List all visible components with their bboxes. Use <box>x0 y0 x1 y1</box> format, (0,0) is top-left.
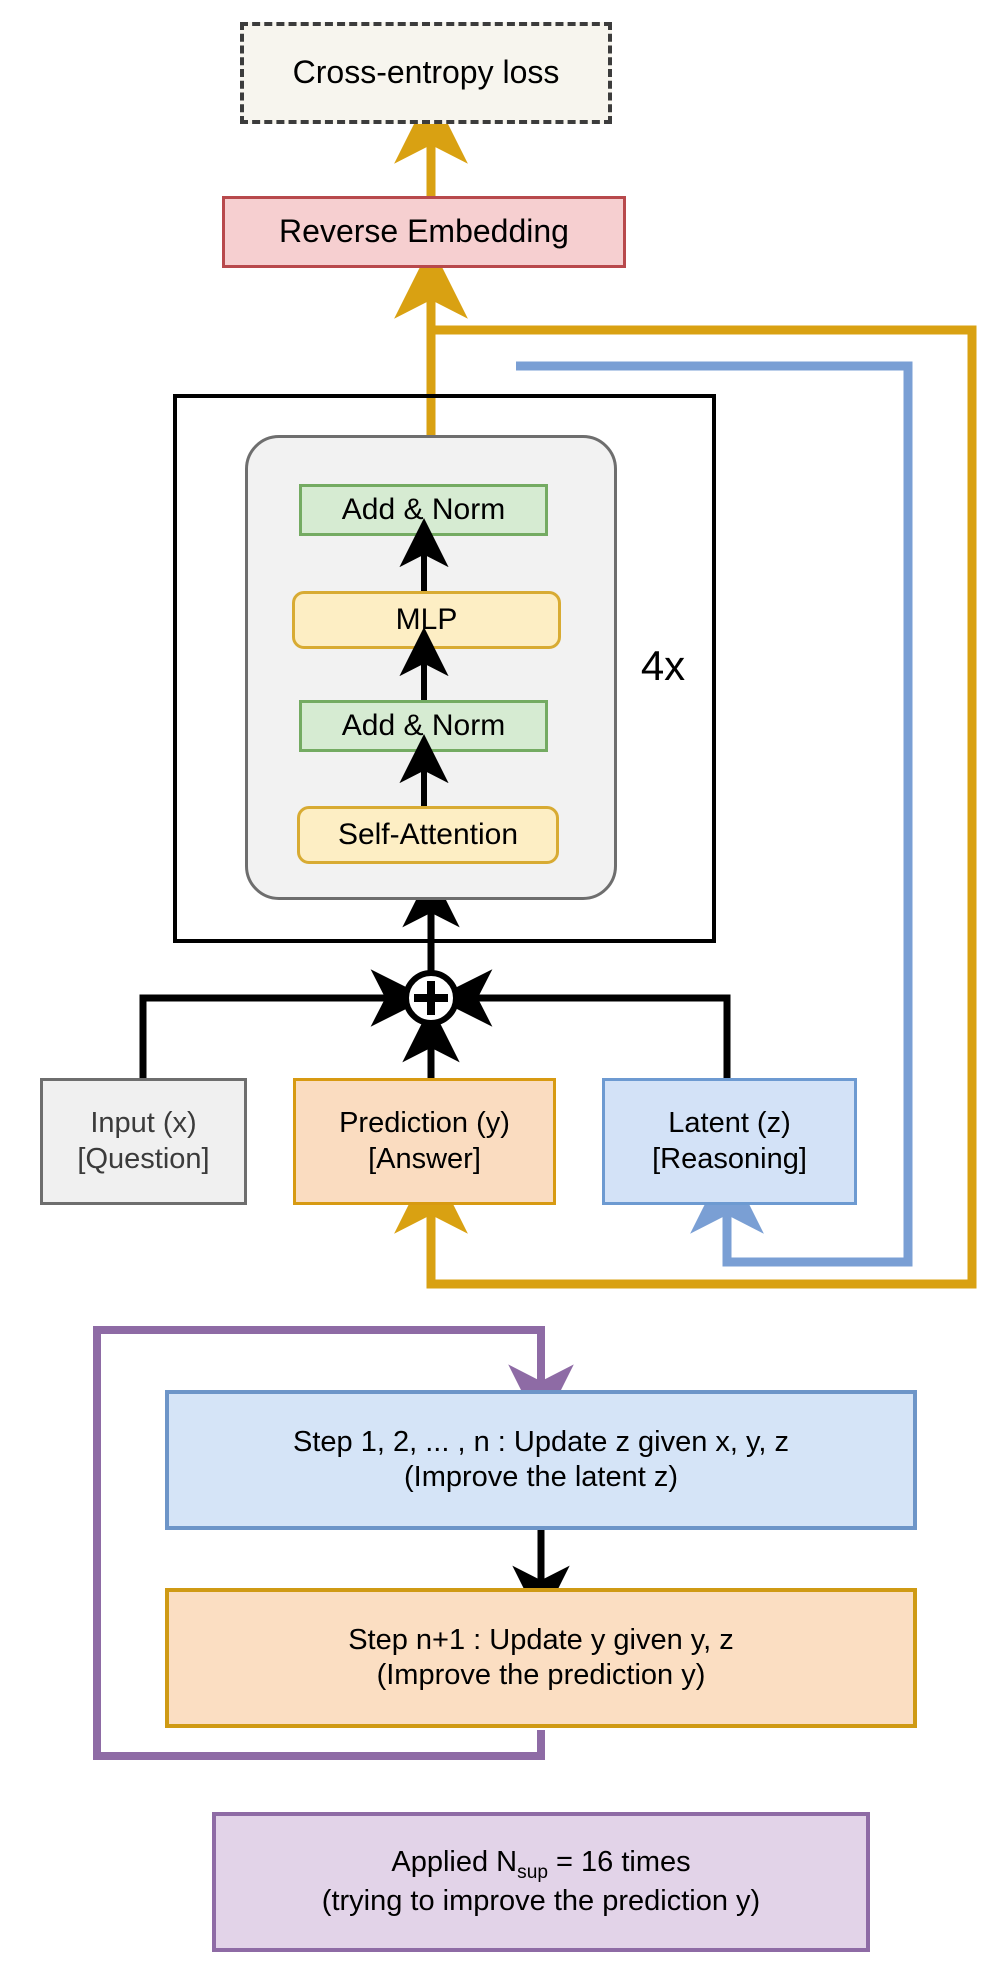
latent-z-line2: [Reasoning] <box>652 1142 807 1175</box>
repeat-count-label: 4x <box>618 636 708 696</box>
update-z-step-line2: (Improve the latent z) <box>404 1461 678 1493</box>
update-y-step-line1: Step n+1 : Update y given y, z <box>348 1623 734 1656</box>
supervision-suffix: = 16 times <box>547 1845 691 1878</box>
wire-z-to-sum <box>435 969 731 1078</box>
repeat-count-text: 4x <box>640 642 686 690</box>
latent-z-box: Latent (z) [Reasoning] <box>602 1078 857 1205</box>
add-norm-top-label: Add & Norm <box>341 492 506 526</box>
input-x-line1: Input (x) <box>90 1107 197 1140</box>
update-y-step-box: Step n+1 : Update y given y, z (Improve … <box>165 1588 917 1728</box>
reverse-embedding-label: Reverse Embedding <box>279 213 569 250</box>
cross-entropy-loss-box: Cross-entropy loss <box>240 22 612 124</box>
input-x-box: Input (x) [Question] <box>40 1078 247 1205</box>
sum-node <box>401 968 461 1028</box>
update-z-step-line1: Step 1, 2, ... , n : Update z given x, y… <box>293 1425 789 1458</box>
supervision-count-line2: (trying to improve the prediction y) <box>321 1884 761 1917</box>
add-norm-top-box: Add & Norm <box>299 484 548 536</box>
self-attention-box: Self-Attention <box>297 806 559 864</box>
supervision-count-line1: Applied Nsup = 16 times <box>391 1845 690 1884</box>
update-y-step-line2: (Improve the prediction y) <box>376 1659 706 1691</box>
cross-entropy-loss-label: Cross-entropy loss <box>292 54 560 91</box>
mlp-box: MLP <box>292 591 561 649</box>
supervision-subscript: sup <box>517 1861 548 1883</box>
prediction-y-line2: [Answer] <box>368 1142 481 1175</box>
self-attention-label: Self-Attention <box>337 817 519 851</box>
plus-circle-icon <box>403 970 459 1026</box>
supervision-count-box: Applied Nsup = 16 times (trying to impro… <box>212 1812 870 1952</box>
reverse-embedding-box: Reverse Embedding <box>222 196 626 268</box>
add-norm-bottom-box: Add & Norm <box>299 700 548 752</box>
wire-x-to-sum <box>139 969 428 1078</box>
mlp-label: MLP <box>395 602 458 636</box>
add-norm-bottom-label: Add & Norm <box>341 708 506 742</box>
update-z-step-box: Step 1, 2, ... , n : Update z given x, y… <box>165 1390 917 1530</box>
prediction-y-line1: Prediction (y) <box>339 1107 510 1140</box>
latent-z-line1: Latent (z) <box>668 1107 791 1140</box>
input-x-line2: [Question] <box>77 1142 210 1175</box>
prediction-y-box: Prediction (y) [Answer] <box>293 1078 556 1205</box>
supervision-prefix: Applied N <box>391 1845 518 1878</box>
transformer-outer-frame <box>173 394 716 943</box>
